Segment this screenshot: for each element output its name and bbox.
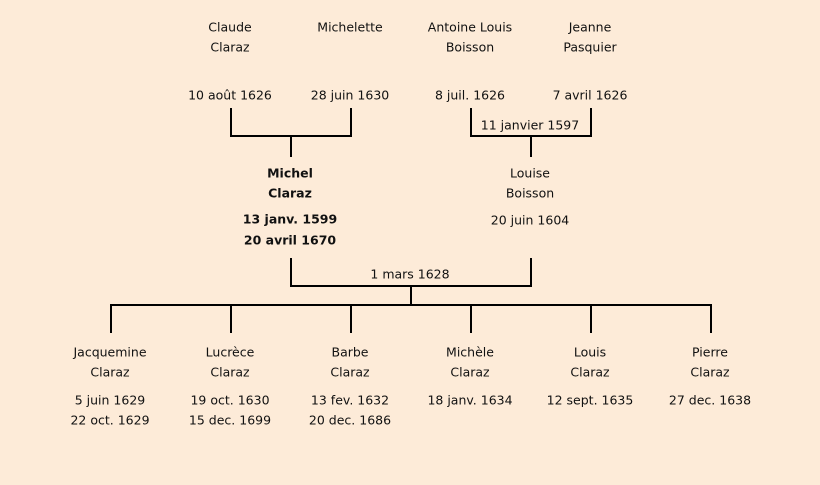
birth-date: 13 janv. 1599 <box>243 212 337 227</box>
marriage-date: 1 mars 1628 <box>370 267 449 282</box>
marriage-date: 11 janvier 1597 <box>481 118 579 133</box>
person-mother: Louise Boisson 20 juin 1604 <box>491 166 570 228</box>
last-name: Pasquier <box>563 40 617 55</box>
death-date: 15 dec. 1699 <box>189 413 271 428</box>
death-date: 20 dec. 1686 <box>309 413 391 428</box>
last-name: Claraz <box>268 186 312 201</box>
birth-date: 27 dec. 1638 <box>669 393 751 408</box>
person-grandparent: Jeanne Pasquier 7 avril 1626 <box>553 20 628 103</box>
first-name: Michelette <box>317 20 383 35</box>
first-name: Michèle <box>446 345 494 360</box>
date: 28 juin 1630 <box>311 88 390 103</box>
first-name: Lucrèce <box>206 345 255 360</box>
birth-date: 5 juin 1629 <box>75 393 146 408</box>
last-name: Claraz <box>90 365 130 380</box>
first-name: Barbe <box>332 345 369 360</box>
last-name: Boisson <box>446 40 494 55</box>
death-date: 22 oct. 1629 <box>70 413 149 428</box>
last-name: Claraz <box>690 365 730 380</box>
first-name: Louis <box>574 345 606 360</box>
person-grandparent: Antoine Louis Boisson 8 juil. 1626 <box>428 20 512 103</box>
last-name: Claraz <box>210 365 250 380</box>
connectors <box>110 108 712 333</box>
person-grandparent: Claude Claraz 10 août 1626 <box>188 20 272 103</box>
first-name: Jacquemine <box>72 345 146 360</box>
birth-date: 18 janv. 1634 <box>427 393 512 408</box>
death-date: 20 avril 1670 <box>244 233 337 248</box>
last-name: Claraz <box>330 365 370 380</box>
first-name: Louise <box>510 166 550 181</box>
first-name: Antoine Louis <box>428 20 512 35</box>
first-name: Jeanne <box>568 20 612 35</box>
date: 7 avril 1626 <box>553 88 628 103</box>
birth-date: 19 oct. 1630 <box>190 393 269 408</box>
last-name: Claraz <box>450 365 490 380</box>
birth-date: 12 sept. 1635 <box>547 393 634 408</box>
last-name: Claraz <box>570 365 610 380</box>
last-name: Claraz <box>210 40 250 55</box>
date: 10 août 1626 <box>188 88 272 103</box>
last-name: Boisson <box>506 186 554 201</box>
birth-date: 13 fev. 1632 <box>311 393 389 408</box>
person-father: Michel Claraz 13 janv. 1599 20 avril 167… <box>243 166 337 248</box>
person-grandparent: Michelette 28 juin 1630 <box>311 20 390 103</box>
first-name: Michel <box>267 166 313 181</box>
first-name: Claude <box>208 20 252 35</box>
first-name: Pierre <box>692 345 728 360</box>
birth-date: 20 juin 1604 <box>491 213 570 228</box>
date: 8 juil. 1626 <box>435 88 505 103</box>
